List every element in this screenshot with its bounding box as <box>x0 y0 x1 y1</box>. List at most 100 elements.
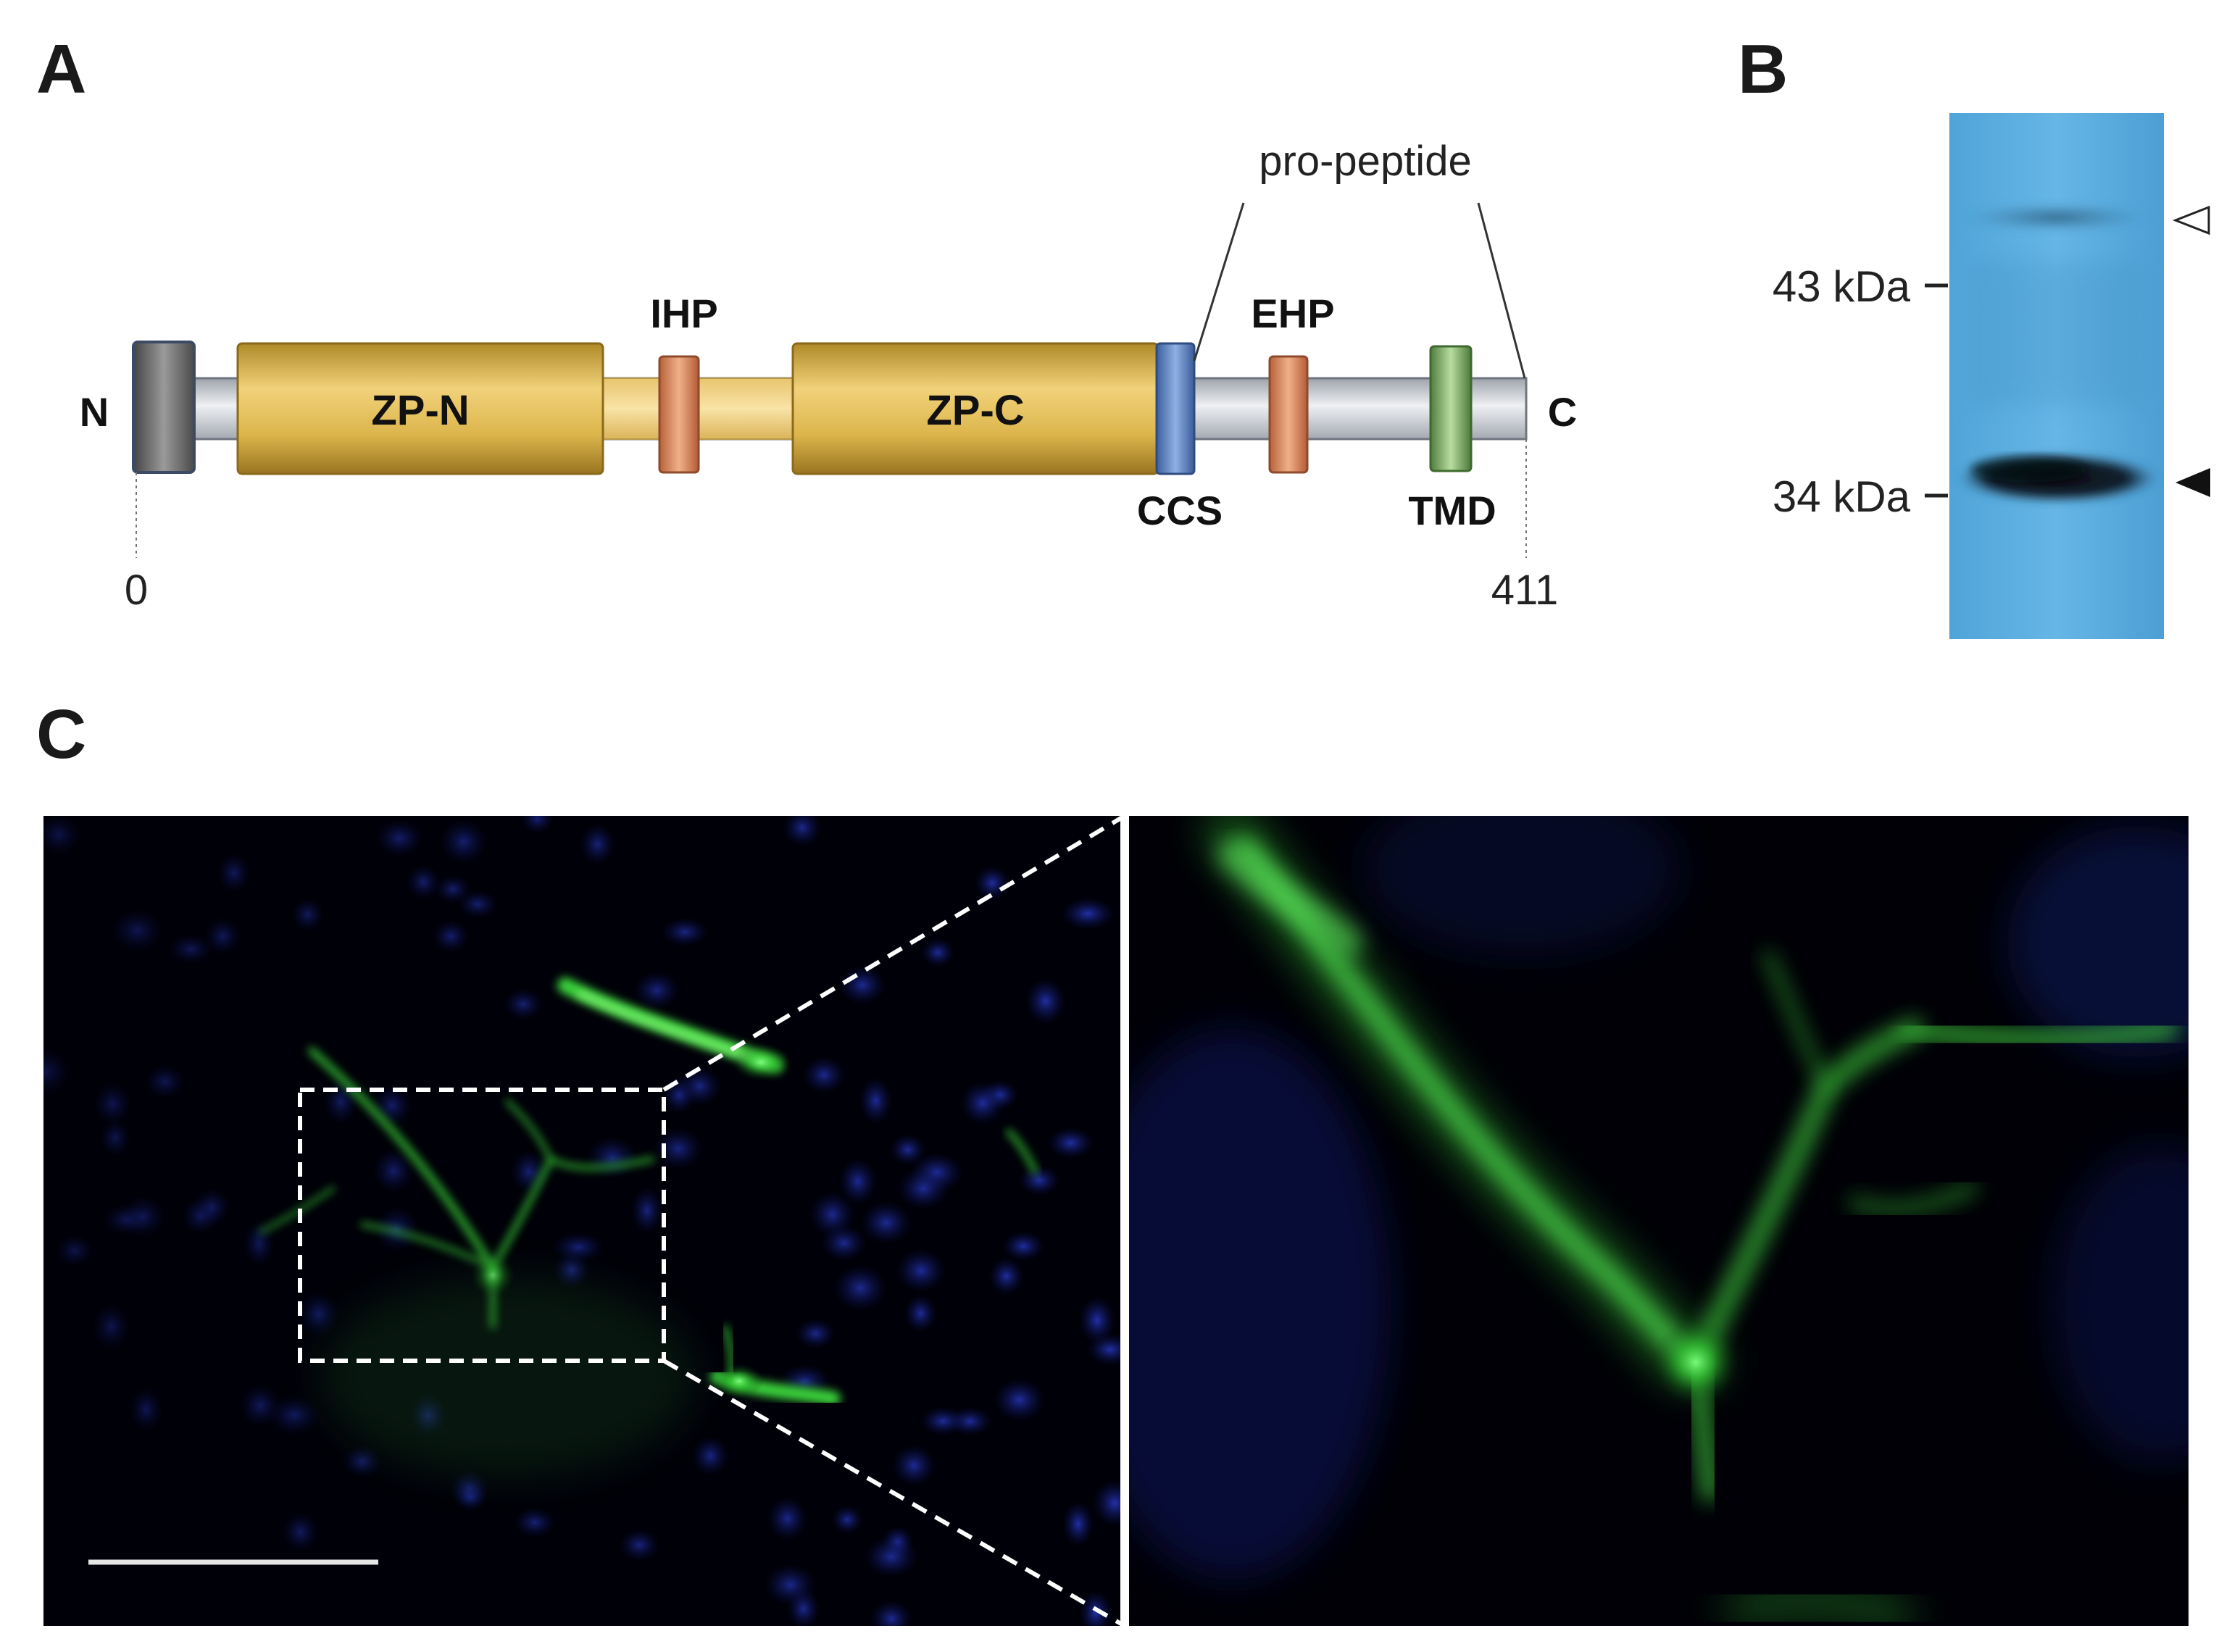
ehp-block <box>1268 355 1309 474</box>
nucleus <box>373 1206 420 1253</box>
nucleus <box>586 1136 639 1179</box>
nucleus <box>341 1444 383 1479</box>
nucleus <box>833 1264 888 1312</box>
nucleus <box>618 1528 660 1562</box>
nucleus <box>959 1081 1006 1126</box>
nucleus <box>1079 1590 1112 1626</box>
nucleus <box>630 1186 664 1235</box>
ehp-label: EHP <box>1251 291 1334 336</box>
nucleus <box>993 1377 1046 1422</box>
nucleus <box>662 1076 696 1115</box>
nucleus <box>372 1148 415 1194</box>
panel-label-c: C <box>36 696 86 773</box>
band-upper-arrowhead-icon <box>2172 205 2210 235</box>
nucleus <box>1002 1231 1045 1261</box>
nucleus <box>297 1290 341 1338</box>
nucleus <box>838 1157 878 1206</box>
c-terminus-label: C <box>1548 389 1577 435</box>
nucleus <box>203 917 242 956</box>
nucleus <box>1017 1164 1060 1196</box>
propeptide-line-left <box>1193 202 1245 362</box>
nucleus <box>1061 897 1115 930</box>
nucleus <box>120 1195 166 1238</box>
n-terminus-label: N <box>80 389 109 435</box>
nucleus <box>653 1127 704 1170</box>
nucleus <box>167 933 215 965</box>
nucleus <box>1062 1501 1094 1548</box>
nucleus <box>859 1077 893 1125</box>
nucleus <box>375 819 425 858</box>
ccs-label: CCS <box>1137 488 1223 533</box>
zp-n-domain <box>236 342 604 475</box>
band-lower-arrowhead-icon <box>2175 468 2210 497</box>
domain-diagram: ZP-N ZP-C IHP EHP CCS TMD N C pro-peptid… <box>80 138 1577 614</box>
tmd-block <box>1429 345 1473 472</box>
stain-cell-lower-glow <box>715 1364 764 1398</box>
stain-layer-overview <box>259 977 1039 1478</box>
nucleus <box>54 1234 95 1268</box>
nucleus <box>870 1600 913 1626</box>
nucleus <box>920 938 955 967</box>
nucleus <box>795 1318 836 1349</box>
panel-label-a: A <box>36 30 86 108</box>
nucleus <box>859 1201 912 1245</box>
nucleus <box>91 1302 131 1351</box>
nucleus <box>889 1133 927 1166</box>
signal-peptide-block <box>132 341 196 474</box>
ihp-block <box>658 355 700 474</box>
nucleus <box>660 917 709 947</box>
nucleus <box>520 816 554 835</box>
nucleus <box>438 818 488 865</box>
nucleus <box>767 1495 808 1541</box>
blot-band-upper <box>1962 203 2151 232</box>
nucleus <box>217 852 251 894</box>
nucleus <box>1078 1296 1116 1345</box>
nucleus <box>1047 1127 1094 1159</box>
zp-n-label: ZP-N <box>371 387 469 434</box>
blot-smear <box>1971 261 2142 406</box>
nucleus <box>432 919 470 954</box>
nucleus <box>143 1064 186 1100</box>
nucleus <box>831 1505 864 1535</box>
nucleus <box>110 908 165 953</box>
stain-cell-lower-process <box>722 1324 735 1377</box>
nucleus <box>988 1256 1025 1296</box>
nuclei-layer-overview <box>43 816 1120 1626</box>
nucleus <box>243 1219 275 1268</box>
tmd-label: TMD <box>1408 488 1496 533</box>
nucleus <box>551 1232 606 1263</box>
nucleus <box>691 1435 730 1477</box>
nucleus <box>864 1535 919 1578</box>
marker-43-label: 43 kDa <box>1773 262 1911 311</box>
nucleus <box>93 1081 132 1127</box>
zoom-connector-upper <box>662 814 1126 1092</box>
nucleus <box>820 1225 867 1261</box>
nucleus <box>1025 977 1067 1025</box>
nucleus <box>281 1511 320 1553</box>
nucleus <box>434 875 472 904</box>
propeptide-line-right <box>1477 202 1526 379</box>
western-blot: 43 kDa 34 kDa <box>1773 113 2210 639</box>
blot-band-lower-core <box>1971 456 2087 483</box>
marker-34-label: 34 kDa <box>1773 472 1911 521</box>
stain-zoom-glow <box>1652 1319 1739 1406</box>
nucleus <box>782 816 823 848</box>
nucleus <box>405 864 441 900</box>
nucleus <box>43 816 82 856</box>
nucleus <box>786 1588 821 1626</box>
nucleus <box>1092 1479 1120 1527</box>
end-position-label: 411 <box>1491 567 1558 614</box>
nucleus <box>895 1248 946 1293</box>
nucleus <box>513 1506 557 1538</box>
micrograph-overview <box>43 816 1120 1626</box>
nucleus <box>193 1187 231 1227</box>
stain-cell-upper-glow <box>732 1043 790 1081</box>
nucleus <box>974 865 1011 901</box>
nucleus <box>452 1482 488 1512</box>
nucleus <box>838 964 887 1006</box>
ccs-block <box>1155 342 1196 475</box>
nucleus <box>802 1056 846 1094</box>
stain-layer-zoom <box>1207 816 2179 1626</box>
nuclei-layer-zoom <box>1129 816 2189 1580</box>
